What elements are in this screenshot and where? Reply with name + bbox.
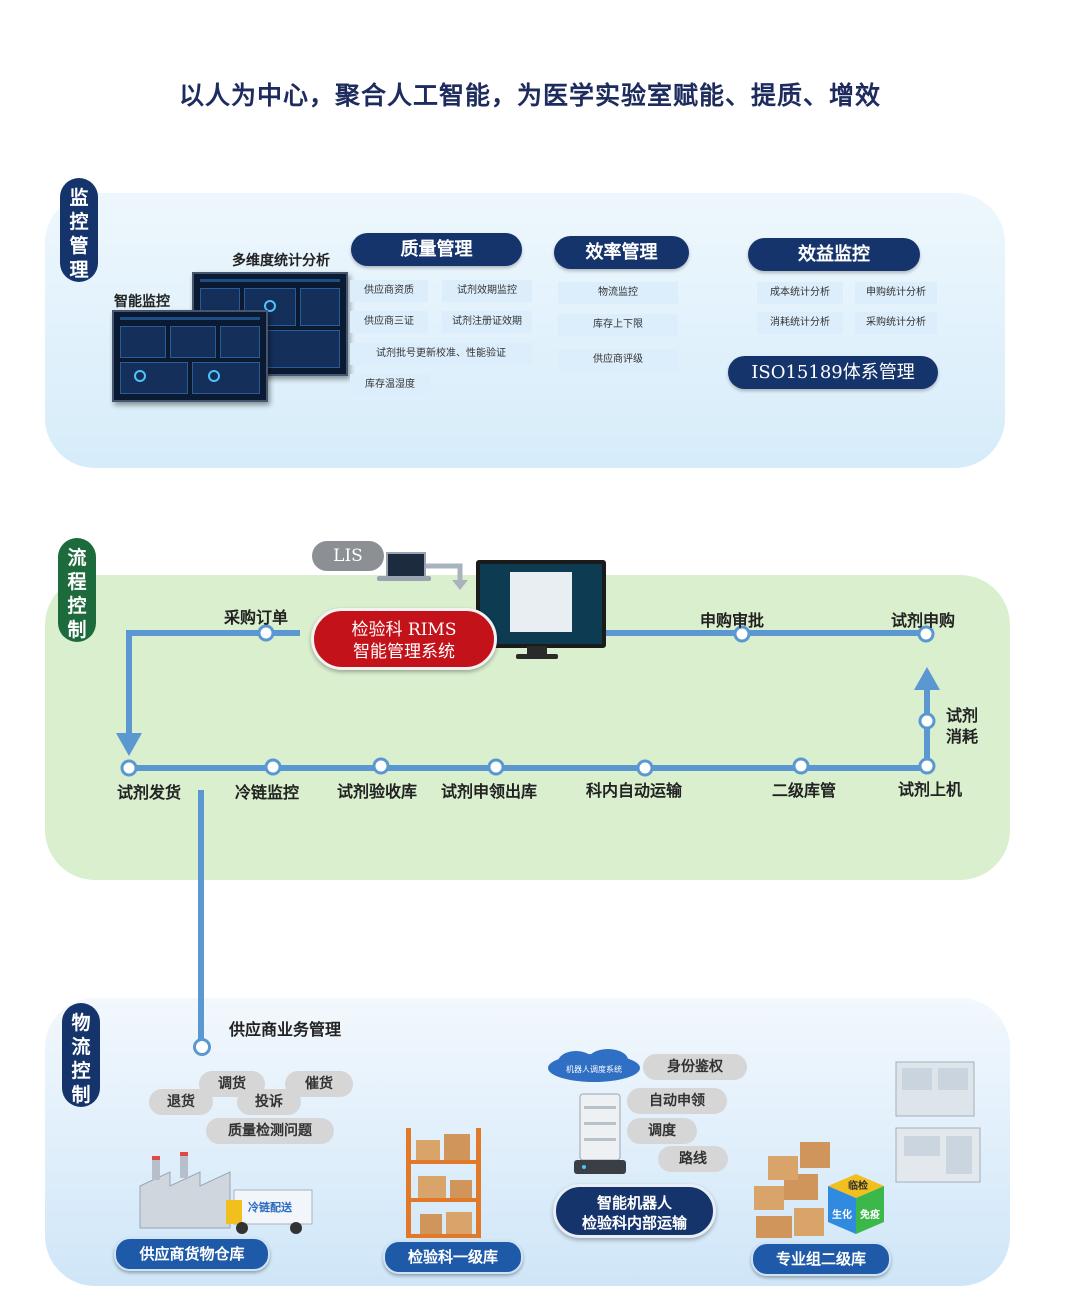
node-label-secondary-store: 二级库管: [772, 781, 837, 800]
efficiency-item: 物流监控: [558, 282, 678, 304]
node-label-transport: 科内自动运输: [586, 781, 683, 800]
base-supplier-warehouse: 供应商货物仓库: [114, 1237, 270, 1271]
warehouse-truck-image: 冷链配送: [139, 1152, 313, 1234]
logistics-tag-char: 制: [71, 1084, 91, 1106]
chip-urge: 催货: [285, 1071, 353, 1097]
quality-item: 供应商三证: [350, 311, 428, 333]
monitor-foot-icon: [516, 654, 558, 659]
monitor-stand-icon: [527, 646, 547, 654]
lis-arrow-icon: [452, 580, 468, 590]
secondary-store-image: 临检 生化 免疫: [754, 1142, 884, 1238]
flow-node: [487, 758, 505, 776]
monitor-tag: 监 控 管 理: [60, 178, 98, 282]
efficiency-item: 供应商评级: [558, 349, 678, 371]
quality-item: 供应商资质: [350, 280, 428, 302]
base-secondary-store: 专业组二级库: [751, 1242, 891, 1276]
benefit-header: 效益监控: [748, 238, 920, 271]
cloud-icon: 机器人调度系统: [548, 1049, 640, 1082]
efficiency-header: 效率管理: [554, 236, 689, 269]
node-label-request: 试剂申购: [891, 611, 956, 630]
rims-line-1: 检验科 RIMS: [351, 620, 457, 640]
flow-node: [372, 757, 390, 775]
quality-item: 试剂批号更新校准、性能验证: [350, 343, 532, 365]
rims-system-badge: 检验科 RIMS 智能管理系统: [311, 608, 497, 670]
chip-quality-issue: 质量检测问题: [206, 1118, 334, 1144]
robot-badge: 智能机器人 检验科内部运输: [553, 1184, 716, 1238]
flow-node: [636, 759, 654, 777]
process-tag-char: 程: [67, 571, 87, 593]
quality-item: 试剂注册证效期: [442, 311, 532, 333]
node-label-consume-1: 试剂: [946, 706, 979, 725]
chip-dispatch: 调度: [627, 1118, 697, 1144]
flow-node: [733, 625, 751, 643]
flow-node: [792, 757, 810, 775]
node-label-cold-chain: 冷链监控: [235, 783, 300, 802]
node-label-acceptance: 试剂验收库: [337, 782, 418, 801]
cube-text: 临检: [848, 1179, 868, 1192]
quality-header: 质量管理: [351, 233, 522, 266]
chip-route: 路线: [658, 1146, 728, 1172]
logistics-tag-char: 流: [71, 1036, 91, 1058]
chip-auto-request: 自动申领: [627, 1088, 727, 1114]
lab-instruments-image: [895, 1061, 981, 1183]
node-label-on-machine: 试剂上机: [898, 780, 963, 799]
flow-node: [120, 759, 138, 777]
flow-node: [918, 757, 936, 775]
iso-badge: ISO15189体系管理: [728, 356, 938, 389]
cube-text: 免疫: [860, 1208, 880, 1221]
monitor-tag-char: 理: [69, 259, 89, 281]
dashboard-label-stats: 多维度统计分析: [232, 253, 330, 269]
monitor-tag-char: 管: [69, 235, 89, 257]
monitor-tag-char: 控: [69, 211, 89, 233]
node-label-approval: 申购审批: [700, 611, 765, 630]
primary-store-shelf-image: [406, 1128, 481, 1238]
robot-image: [574, 1093, 626, 1174]
flow-line-top-left: [126, 630, 300, 735]
process-tag-char: 制: [67, 619, 87, 641]
quality-item: 试剂效期监控: [442, 280, 532, 302]
arrow-down-icon: [116, 733, 142, 756]
benefit-item: 申购统计分析: [855, 282, 937, 304]
dashboard-label-monitor: 智能监控: [114, 294, 170, 310]
base-primary-store: 检验科一级库: [383, 1240, 523, 1274]
process-tag: 流 程 控 制: [58, 538, 96, 642]
flow-line-down-continuation: [198, 998, 204, 1042]
node-label-outbound: 试剂申领出库: [441, 782, 538, 801]
lis-badge: LIS: [312, 541, 384, 571]
cloud-text: 机器人调度系统: [566, 1064, 622, 1074]
cube-text: 生化: [832, 1208, 852, 1221]
arrow-up-icon: [914, 667, 940, 690]
efficiency-item: 库存上下限: [558, 314, 678, 336]
logistics-tag: 物 流 控 制: [62, 1003, 100, 1107]
robot-line-2: 检验科内部运输: [581, 1214, 687, 1232]
flow-node: [917, 625, 935, 643]
supplier-mgmt-label: 供应商业务管理: [229, 1020, 342, 1039]
flow-node: [193, 1038, 211, 1056]
process-tag-char: 流: [67, 547, 87, 569]
flow-node: [264, 758, 282, 776]
login-screen-image: [510, 572, 572, 632]
flow-node: [918, 712, 936, 730]
chip-identity-auth: 身份鉴权: [643, 1054, 747, 1080]
node-label-consume-2: 消耗: [946, 727, 979, 746]
logistics-tag-char: 控: [71, 1060, 91, 1082]
node-label-purchase-order: 采购订单: [224, 608, 289, 627]
rims-line-2: 智能管理系统: [353, 642, 455, 662]
monitor-tag-char: 监: [69, 187, 89, 209]
logistics-tag-char: 物: [71, 1012, 91, 1034]
monitor-dashboard-image: [112, 310, 268, 402]
lis-connector: [425, 563, 463, 582]
benefit-item: 消耗统计分析: [757, 312, 843, 334]
laptop-base-icon: [377, 576, 431, 581]
robot-line-1: 智能机器人: [596, 1194, 672, 1212]
benefit-item: 成本统计分析: [757, 282, 843, 304]
laptop-icon: [386, 552, 426, 578]
process-tag-char: 控: [67, 595, 87, 617]
page-title: 以人为中心，聚合人工智能，为医学实验室赋能、提质、增效: [178, 81, 881, 110]
benefit-item: 采购统计分析: [855, 312, 937, 334]
truck-text: 冷链配送: [248, 1200, 293, 1214]
node-label-shipping: 试剂发货: [117, 783, 182, 802]
flow-node: [257, 624, 275, 642]
quality-item: 库存温湿度: [350, 374, 430, 396]
